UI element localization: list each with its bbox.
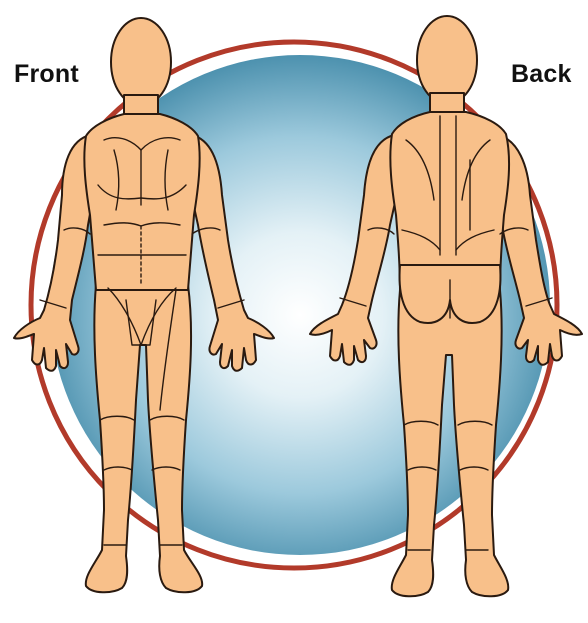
front-head <box>111 18 171 106</box>
front-torso <box>84 114 199 290</box>
front-label: Front <box>14 60 79 89</box>
back-label: Back <box>511 60 572 89</box>
back-head <box>417 16 477 104</box>
